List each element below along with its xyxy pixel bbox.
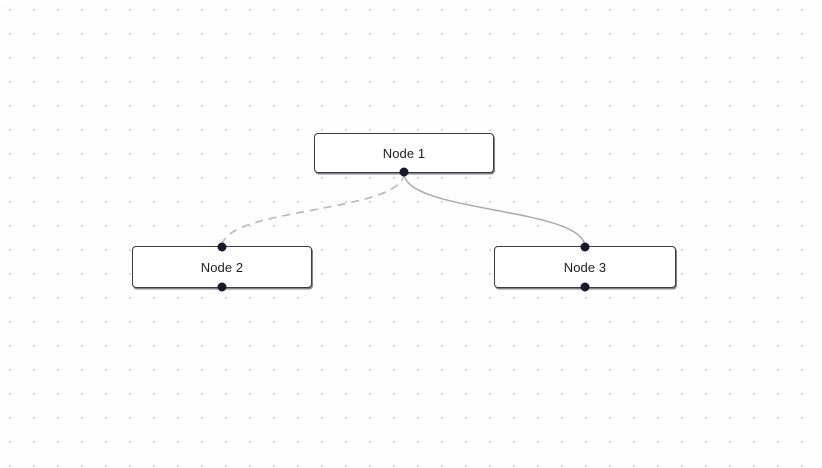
handle-top-node-3[interactable]: [580, 242, 590, 252]
node-label: Node 1: [382, 145, 426, 161]
node-node-3[interactable]: Node 3: [494, 242, 676, 292]
handle-bottom-node-3[interactable]: [580, 282, 590, 292]
node-node-1[interactable]: Node 1: [314, 133, 494, 177]
node-node-2[interactable]: Node 2: [132, 242, 312, 292]
node-label: Node 2: [200, 259, 244, 275]
handle-top-node-2[interactable]: [217, 242, 227, 252]
node-label: Node 3: [563, 259, 607, 275]
handle-bottom-node-2[interactable]: [217, 282, 227, 292]
handle-bottom-node-1[interactable]: [399, 167, 409, 177]
